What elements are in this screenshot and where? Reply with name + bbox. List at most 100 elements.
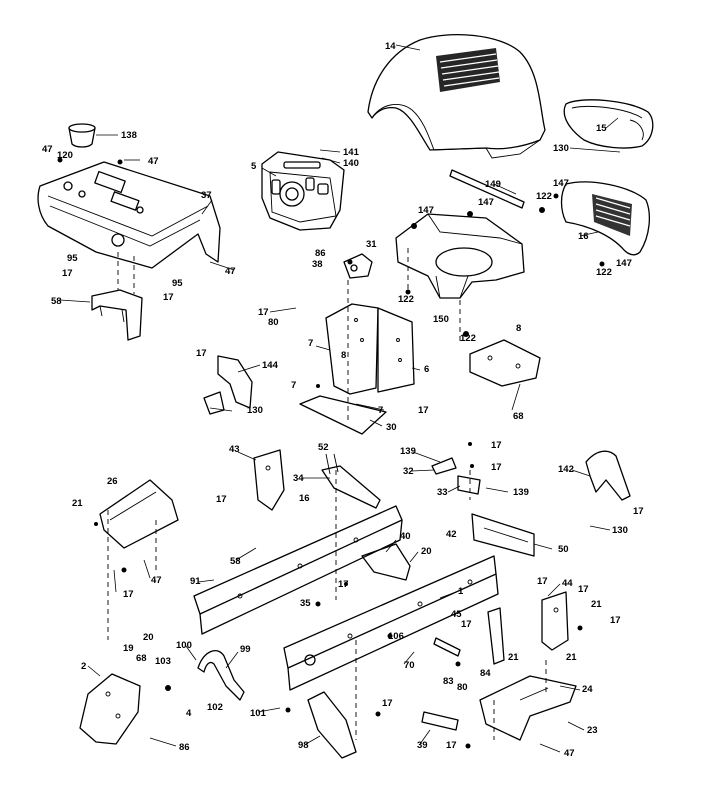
rear-plate-part xyxy=(471,513,535,557)
part-callout-68: 68 xyxy=(513,411,524,422)
part-callout-20: 20 xyxy=(143,632,154,643)
part-callout-37: 37 xyxy=(201,190,212,201)
part-callout-34: 34 xyxy=(293,473,304,484)
part-callout-35: 35 xyxy=(300,598,311,609)
part-callout-122: 122 xyxy=(596,267,612,278)
part-callout-91: 91 xyxy=(190,576,201,587)
part-callout-17: 17 xyxy=(258,307,269,318)
part-callout-4: 4 xyxy=(186,708,192,719)
part-callout-52: 52 xyxy=(318,442,329,453)
part-callout-17: 17 xyxy=(196,348,207,359)
bracket-40-part xyxy=(361,543,411,581)
part-callout-2: 2 xyxy=(81,661,86,672)
part-callout-17: 17 xyxy=(338,579,349,590)
part-callout-17: 17 xyxy=(633,506,644,517)
axle-bracket-part xyxy=(321,453,381,509)
part-callout-16: 16 xyxy=(299,493,310,504)
part-callout-142: 142 xyxy=(558,464,574,475)
part-callout-17: 17 xyxy=(491,462,502,473)
part-callout-21: 21 xyxy=(566,652,577,663)
part-callout-101: 101 xyxy=(250,708,267,719)
part-callout-50: 50 xyxy=(558,544,569,555)
part-callout-6: 6 xyxy=(424,364,429,375)
part-callout-14: 14 xyxy=(385,41,396,52)
part-callout-100: 100 xyxy=(176,640,192,651)
part-callout-80: 80 xyxy=(457,682,468,693)
part-callout-21: 21 xyxy=(72,498,83,509)
hood-grille-icon xyxy=(436,48,500,92)
shroud-part xyxy=(395,213,525,299)
footrest-part xyxy=(99,479,179,549)
part-callout-106: 106 xyxy=(388,631,404,642)
part-callout-139: 139 xyxy=(400,446,416,457)
part-callout-147: 147 xyxy=(616,258,632,269)
part-callout-44: 44 xyxy=(562,578,573,589)
part-callout-7: 7 xyxy=(308,338,313,349)
part-callout-47: 47 xyxy=(148,156,159,167)
part-callout-32: 32 xyxy=(403,466,414,477)
part-callout-98: 98 xyxy=(298,740,309,751)
part-callout-84: 84 xyxy=(480,668,491,679)
part-callout-33: 33 xyxy=(437,487,448,498)
part-callout-17: 17 xyxy=(382,698,393,709)
part-callout-95: 95 xyxy=(172,278,183,289)
part-callout-80: 80 xyxy=(268,317,279,328)
part-callout-86: 86 xyxy=(179,742,190,753)
dash-bracket-part xyxy=(91,289,143,341)
part-callout-120: 120 xyxy=(57,150,73,161)
part-callout-144: 144 xyxy=(262,360,279,371)
part-callout-45: 45 xyxy=(451,609,462,620)
part-callout-47: 47 xyxy=(151,575,162,586)
plate-2-part xyxy=(79,673,141,745)
part-callout-17: 17 xyxy=(216,494,227,505)
part-callout-15: 15 xyxy=(596,123,607,134)
bracket-43-part xyxy=(253,449,285,511)
part-callout-122: 122 xyxy=(460,333,476,344)
control-console-part xyxy=(261,149,345,231)
hardware-fasteners xyxy=(57,157,605,749)
part-callout-102: 102 xyxy=(207,702,223,713)
part-callout-31: 31 xyxy=(366,239,377,250)
bar-39-part xyxy=(421,711,459,731)
part-callout-17: 17 xyxy=(62,268,73,279)
part-callout-86: 86 xyxy=(315,248,326,259)
part-callout-140: 140 xyxy=(343,158,359,169)
part-callout-47: 47 xyxy=(564,748,575,759)
part-callout-122: 122 xyxy=(536,191,552,202)
frame-rail-left-part xyxy=(193,505,403,635)
part-callout-122: 122 xyxy=(398,294,414,305)
part-callout-42: 42 xyxy=(446,529,457,540)
leader-lines xyxy=(59,44,621,753)
hitch-part xyxy=(479,675,577,741)
part-callout-17: 17 xyxy=(491,440,502,451)
part-callout-99: 99 xyxy=(240,644,251,655)
part-callout-38: 38 xyxy=(312,259,323,270)
part-callout-43: 43 xyxy=(229,444,240,455)
trim-strip-part xyxy=(449,169,525,209)
part-callout-19: 19 xyxy=(123,643,134,654)
part-callout-83: 83 xyxy=(443,676,454,687)
part-callout-58: 58 xyxy=(51,296,62,307)
part-callout-17: 17 xyxy=(418,405,429,416)
part-callout-1: 1 xyxy=(458,586,464,597)
hood-part xyxy=(367,33,546,159)
bracket-44-part xyxy=(541,591,569,651)
part-callout-17: 17 xyxy=(537,576,548,587)
pivot-plate-part xyxy=(343,253,373,279)
part-callout-24: 24 xyxy=(582,684,593,695)
part-callout-130: 130 xyxy=(247,405,263,416)
part-callout-7: 7 xyxy=(291,380,296,391)
dash-panel-part xyxy=(37,161,221,269)
part-callout-68: 68 xyxy=(136,653,147,664)
lever-bracket-part xyxy=(203,355,253,415)
side-panel-part xyxy=(563,99,654,149)
part-callout-130: 130 xyxy=(553,143,569,154)
part-callout-70: 70 xyxy=(404,660,415,671)
part-callout-17: 17 xyxy=(163,292,174,303)
part-callout-26: 26 xyxy=(107,476,118,487)
part-callout-147: 147 xyxy=(553,178,569,189)
lever-part xyxy=(197,650,245,701)
